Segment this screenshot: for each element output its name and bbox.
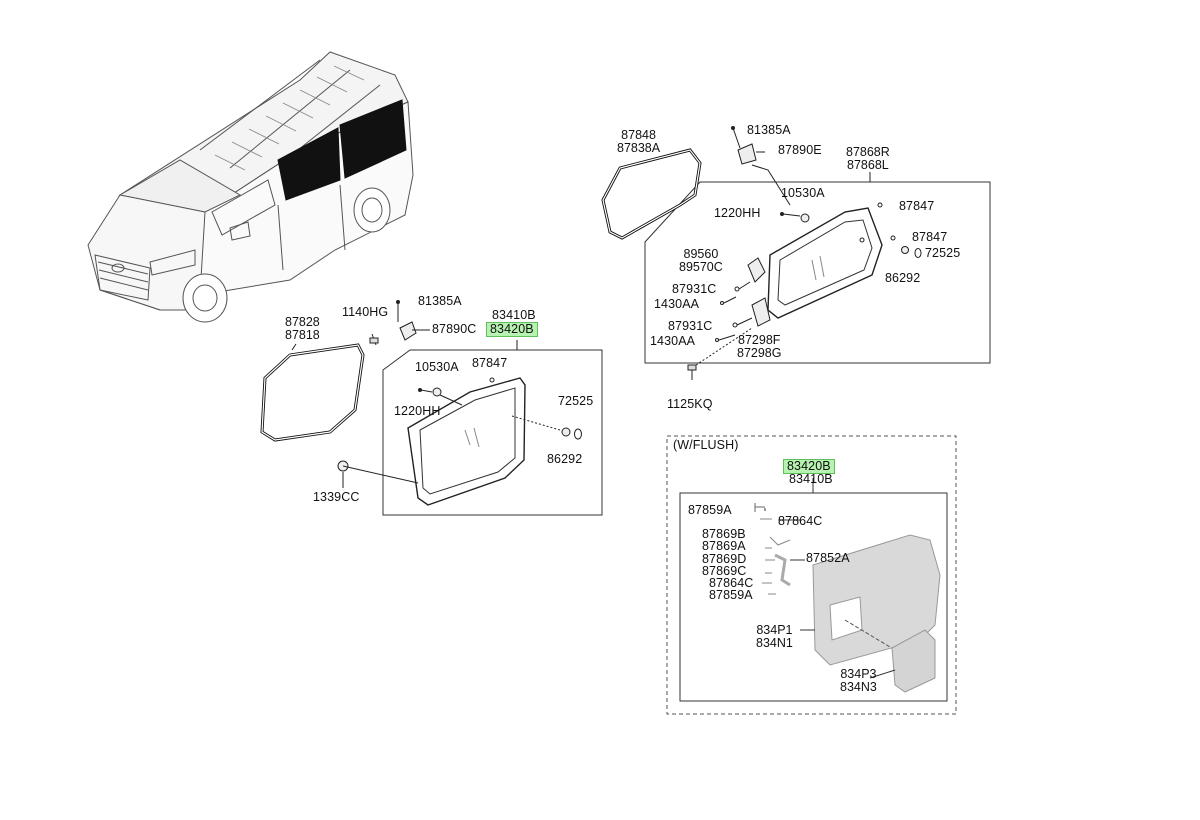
part-label: 1430AA [650, 334, 696, 348]
part-label: 87869C [702, 564, 747, 578]
hinge-label: 89560 89570C [679, 248, 723, 274]
part-label: 87931C [668, 319, 713, 333]
part-number: 89560 [683, 247, 719, 261]
part-label: 87869D [702, 552, 747, 566]
part-number: 87298G [737, 346, 782, 360]
van-illustration [87, 51, 414, 323]
part-number: 87848 [621, 128, 656, 142]
part-label: 87859A [709, 588, 753, 602]
part-label: 1220HH [394, 404, 441, 418]
part-number: 87298F [738, 333, 781, 347]
box-label-right: 87868R 87868L [846, 146, 890, 172]
flush-group-drawing [666, 435, 957, 715]
seal-label-right: 87848 87838A [617, 129, 660, 155]
part-label: 10530A [415, 360, 459, 374]
part-label: 87847 [472, 356, 508, 370]
part-number: 87818 [285, 328, 320, 342]
part-label: 81385A [418, 294, 462, 308]
part-number: 87868R [846, 145, 890, 159]
part-label: 87859A [688, 503, 732, 517]
part-label: 1430AA [654, 297, 700, 311]
left-group-drawing [260, 300, 603, 516]
part-label: 87890C [432, 322, 477, 336]
part-number: 834N1 [756, 636, 793, 650]
part-label: 87890E [778, 143, 822, 157]
part-label: 1140HG [342, 305, 389, 319]
box-label: 83410B [492, 308, 536, 322]
part-label: 72525 [558, 394, 594, 408]
part-label: 10530A [781, 186, 825, 200]
part-number: 87828 [285, 315, 320, 329]
box-label-highlighted[interactable]: 83420B [783, 459, 835, 474]
part-label: 1220HH [714, 206, 761, 220]
box-label-highlighted[interactable]: 83420B [486, 322, 538, 337]
part-label: 87869B [702, 527, 746, 541]
part-label: 86292 [547, 452, 583, 466]
part-label: 1125KQ [667, 397, 713, 411]
part-label: 1339CC [313, 490, 360, 504]
part-number: 87868L [847, 158, 889, 172]
right-group-drawing [601, 126, 991, 380]
part-label: 87852A [806, 551, 850, 565]
part-label: 87847 [912, 230, 948, 244]
part-number: 834N3 [840, 680, 877, 694]
part-number: 834P1 [756, 623, 793, 637]
flush-title: (W/FLUSH) [673, 438, 739, 452]
panel-label: 834P1 834N1 [756, 624, 793, 650]
part-number: 89570C [679, 260, 723, 274]
part-label: 86292 [885, 271, 921, 285]
part-label: 87847 [899, 199, 935, 213]
part-label: 81385A [747, 123, 791, 137]
part-label: 87864C [778, 514, 823, 528]
part-label: 87931C [672, 282, 717, 296]
part-number: 87838A [617, 141, 661, 155]
part-number: 834P3 [840, 667, 877, 681]
box-label: 83410B [789, 472, 833, 486]
latch-label: 87298F 87298G [737, 334, 781, 360]
seal-label-left: 87828 87818 [285, 316, 320, 342]
part-label: 87869A [702, 539, 746, 553]
part-label: 87864C [709, 576, 754, 590]
glass-label: 834P3 834N3 [840, 668, 877, 694]
part-label: 72525 [925, 246, 961, 260]
